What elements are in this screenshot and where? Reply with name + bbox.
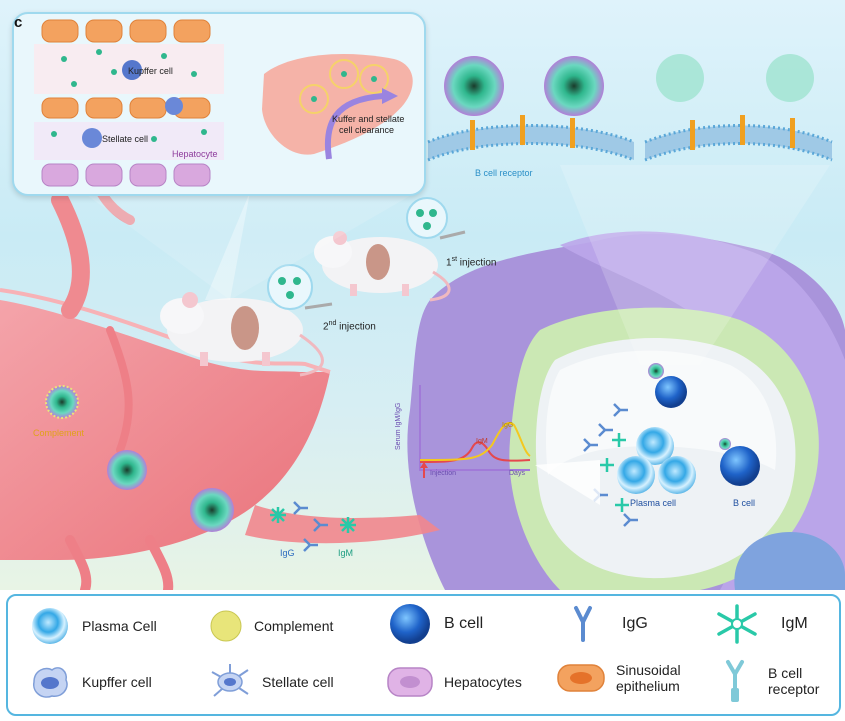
kupffer-cell-label: Kupffer cell bbox=[128, 66, 173, 76]
complement-label: Complement bbox=[33, 428, 85, 438]
first-injection-ordinal: 1 bbox=[446, 257, 452, 269]
igg-icon bbox=[574, 606, 592, 642]
legend-label-b-cell-receptor: B cell receptor bbox=[768, 665, 819, 697]
legend-label-b-cell: B cell bbox=[444, 615, 484, 632]
legend-item-igg: IgG bbox=[568, 604, 648, 644]
stellate-cell-label: Stellate cell bbox=[102, 134, 149, 144]
kupffer-cell-icon bbox=[33, 667, 68, 698]
second-injection-text: injection bbox=[336, 321, 376, 333]
legend-item-stellate-cell: Stellate cell bbox=[208, 662, 334, 702]
second-injection-sup: nd bbox=[328, 320, 337, 327]
complement-icon bbox=[210, 610, 242, 642]
first-injection-label: 1st injection bbox=[446, 256, 496, 268]
b-cell-receptor-label: B cell receptor bbox=[475, 168, 533, 178]
b-cell-label: B cell bbox=[733, 498, 756, 508]
scene-illustration bbox=[0, 54, 845, 590]
igg-label: IgG bbox=[280, 548, 295, 558]
curve-injection-label: Injection bbox=[430, 470, 457, 477]
igm-icon bbox=[717, 604, 757, 644]
legend-item-sinusoidal-epithelium: Sinusoidal epithelium bbox=[556, 660, 681, 696]
legend-label-stellate-cell: Stellate cell bbox=[262, 674, 334, 690]
curve-igm-peak: IgM bbox=[476, 438, 488, 445]
legend-item-igm: IgM bbox=[713, 602, 808, 646]
legend-item-plasma-cell: Plasma Cell bbox=[28, 606, 157, 646]
legend-label-hepatocytes: Hepatocytes bbox=[444, 674, 522, 690]
legend-label-kupffer-cell: Kupffer cell bbox=[82, 674, 152, 690]
curve-y-label: Serum IgM/IgG bbox=[395, 402, 402, 450]
legend-item-kupffer-cell: Kupffer cell bbox=[28, 662, 152, 702]
legend-label-sinusoidal-line2: epithelium bbox=[616, 678, 680, 694]
legend-label-receptor-line2: receptor bbox=[768, 681, 820, 697]
plasma-cell-icon bbox=[32, 608, 68, 644]
legend-item-b-cell: B cell bbox=[386, 602, 483, 646]
stellate-cell-icon bbox=[211, 664, 249, 697]
legend-item-complement: Complement bbox=[208, 608, 333, 644]
legend-label-igg: IgG bbox=[622, 615, 648, 632]
legend-label-sinusoidal-epithelium: Sinusoidal epithelium bbox=[616, 662, 681, 694]
clearance-label-line1: Kuffer and stellate bbox=[332, 114, 405, 124]
legend-item-b-cell-receptor: B cell receptor bbox=[720, 658, 819, 704]
hepatocyte-icon bbox=[387, 667, 433, 697]
igm-label: IgM bbox=[338, 548, 354, 558]
antibody-curve bbox=[419, 385, 531, 478]
first-injection-sup: st bbox=[451, 256, 458, 263]
legend-label-igm: IgM bbox=[781, 615, 808, 632]
clearance-label-line2: cell clearance bbox=[339, 125, 395, 135]
inset-illustration bbox=[34, 19, 413, 187]
second-injection-ordinal: 2 bbox=[323, 321, 329, 333]
plasma-cell-label: Plasma cell bbox=[630, 498, 677, 508]
receptor-membrane-right bbox=[644, 115, 833, 162]
legend-label-plasma-cell: Plasma Cell bbox=[82, 618, 157, 634]
legend-label-receptor-line1: B cell bbox=[768, 665, 803, 681]
liver-sinusoid-inset: Kupffer cell Stellate cell Hepatocyte Ku… bbox=[12, 12, 426, 196]
legend-item-hepatocytes: Hepatocytes bbox=[386, 664, 522, 700]
sinusoidal-epithelium-icon bbox=[557, 664, 605, 692]
legend: Plasma Cell Complement B cell IgG IgM Ku… bbox=[6, 594, 841, 716]
panel-label: c bbox=[14, 14, 23, 31]
legend-label-complement: Complement bbox=[254, 618, 334, 634]
b-cell-icon bbox=[390, 604, 430, 644]
curve-igg-peak: IgG bbox=[502, 422, 514, 429]
main-panel: Kupffer cell Stellate cell Hepatocyte Ku… bbox=[0, 0, 845, 590]
mouse-first-injection bbox=[314, 231, 451, 302]
mouse-second-injection bbox=[160, 292, 324, 377]
hepatocyte-label: Hepatocyte bbox=[172, 149, 218, 159]
b-cell-receptor-icon bbox=[726, 660, 744, 702]
first-injection-text: injection bbox=[457, 257, 497, 269]
receptor-membrane-left bbox=[427, 115, 635, 162]
second-injection-label: 2nd injection bbox=[323, 320, 376, 332]
legend-label-sinusoidal-line1: Sinusoidal bbox=[616, 662, 681, 678]
curve-x-label: Days bbox=[509, 470, 525, 477]
